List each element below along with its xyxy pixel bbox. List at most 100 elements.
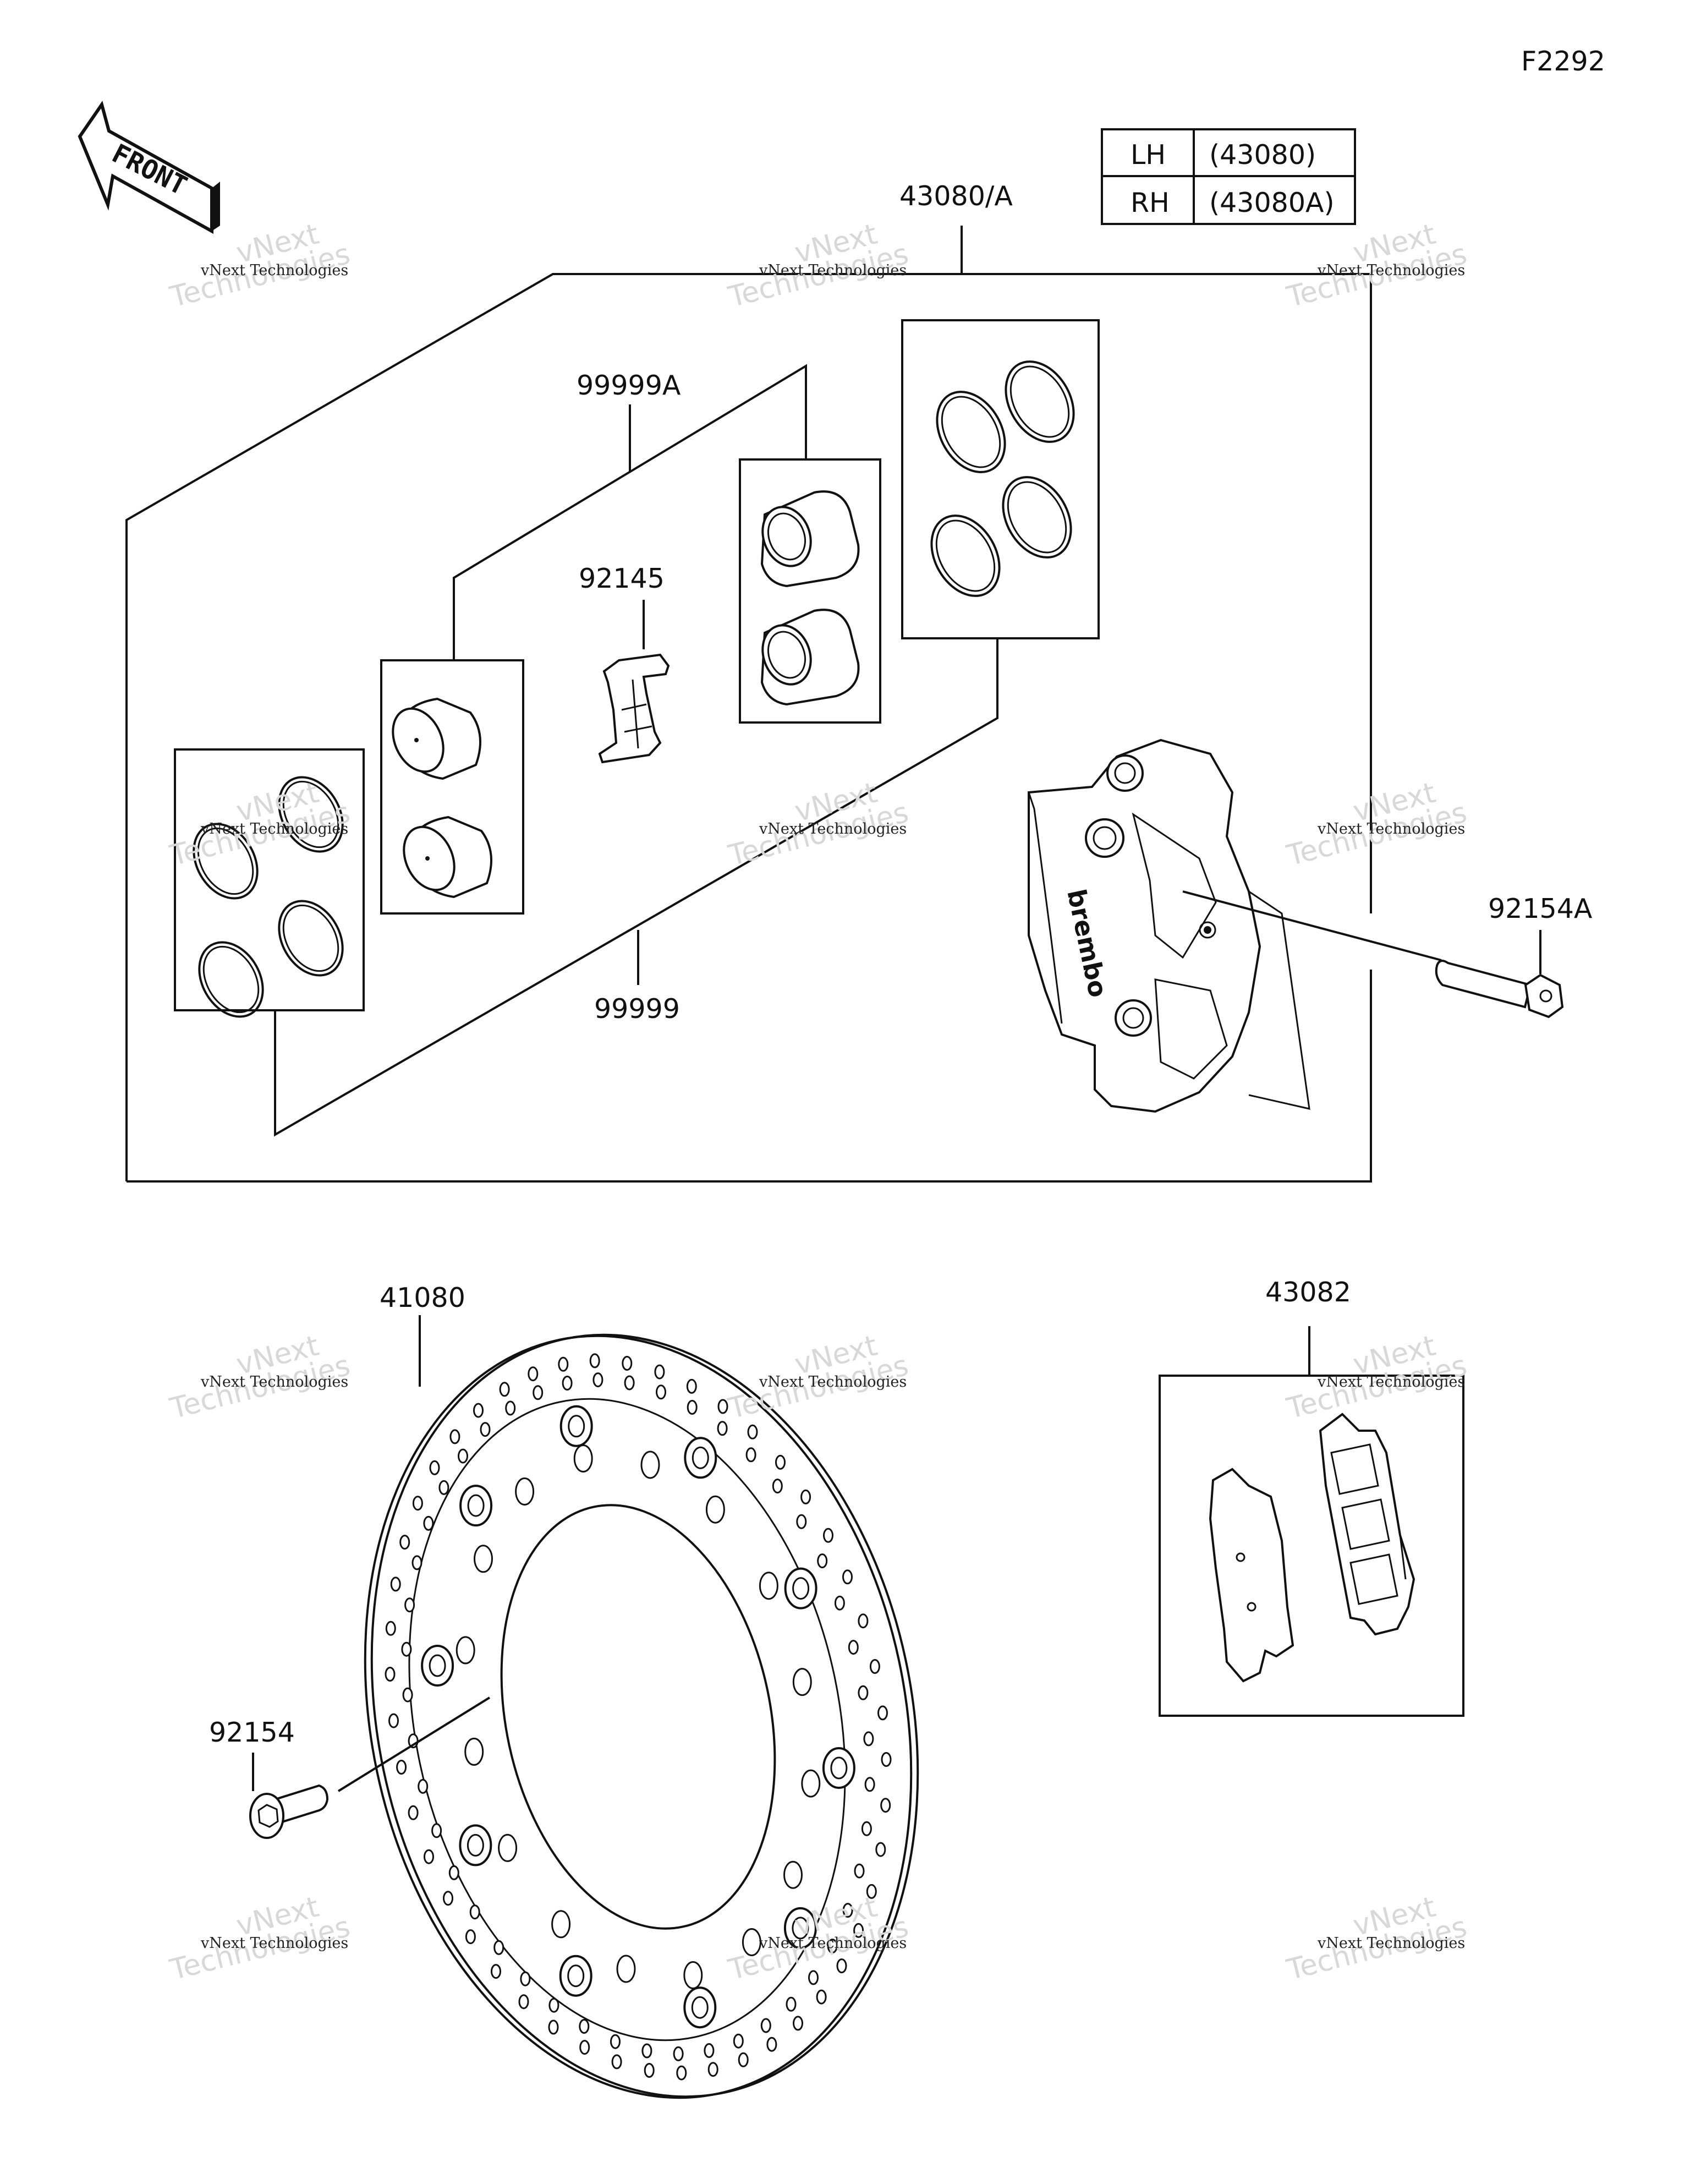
vent-hole xyxy=(412,1496,423,1511)
vent-hole xyxy=(611,2054,622,2070)
vent-hole xyxy=(499,1382,510,1397)
vent-hole xyxy=(866,1884,877,1899)
vent-hole xyxy=(589,1353,600,1369)
vent-hole xyxy=(423,1515,434,1531)
vent-hole xyxy=(390,1577,401,1592)
vent-hole xyxy=(624,1375,635,1391)
carrier-hole xyxy=(573,1444,593,1473)
svg-text:vNext Technologies: vNext Technologies xyxy=(759,1935,907,1952)
vent-hole xyxy=(622,1356,633,1371)
seal-box-right xyxy=(901,319,1100,639)
front-arrow-icon: FRONT xyxy=(78,100,220,234)
vent-hole xyxy=(431,1823,442,1838)
label-caliper-assembly: 43080/A xyxy=(899,180,1013,212)
label-brake-disc: 41080 xyxy=(380,1282,465,1313)
vent-hole xyxy=(480,1422,491,1437)
vent-hole xyxy=(579,2040,590,2055)
label-disc-bolt: 92154 xyxy=(209,1717,295,1748)
svg-text:vNext Technologies: vNext Technologies xyxy=(759,820,907,838)
vent-hole xyxy=(877,1705,888,1721)
vent-hole xyxy=(579,2019,590,2034)
pad-spring-part xyxy=(598,600,670,764)
vent-hole xyxy=(875,1842,886,1857)
carrier-hole xyxy=(783,1860,803,1889)
carrier-hole xyxy=(456,1636,475,1665)
vent-hole xyxy=(717,1421,728,1436)
carrier-hole xyxy=(551,1910,571,1939)
vent-hole xyxy=(548,2019,559,2035)
disc-bolt-part xyxy=(249,1753,329,1839)
vent-hole xyxy=(842,1569,853,1585)
vent-hole xyxy=(411,1555,422,1570)
label-caliper-bolt: 92154A xyxy=(1488,893,1593,924)
vent-hole xyxy=(864,1777,875,1792)
vent-hole xyxy=(424,1849,434,1864)
seal-box-left xyxy=(174,748,365,1018)
vent-hole xyxy=(465,1929,476,1945)
vent-hole xyxy=(745,1447,756,1463)
vent-hole xyxy=(429,1460,440,1475)
brake-caliper-part: brembo xyxy=(1028,738,1442,1113)
vent-hole xyxy=(505,1400,516,1416)
vent-hole xyxy=(827,1939,838,1954)
carrier-hole xyxy=(683,1961,703,1989)
vent-hole xyxy=(673,2046,684,2061)
carrier-hole xyxy=(474,1545,493,1573)
seal-kit-a-leader xyxy=(453,364,807,660)
vent-hole xyxy=(592,1372,603,1388)
vent-hole xyxy=(493,1940,504,1955)
svg-text:vNext Technologies: vNext Technologies xyxy=(200,820,348,838)
svg-text:vNext Technologies: vNext Technologies xyxy=(200,1935,348,1952)
vent-hole xyxy=(858,1613,869,1629)
piston-box-large xyxy=(380,659,524,915)
vent-hole xyxy=(449,1429,460,1444)
vent-hole xyxy=(704,2043,715,2058)
vent-hole xyxy=(654,1364,665,1380)
vent-hole xyxy=(854,1863,865,1879)
svg-text:vNext Technologies: vNext Technologies xyxy=(759,262,907,279)
vent-hole xyxy=(686,1378,697,1394)
vent-hole xyxy=(823,1528,833,1543)
vent-hole xyxy=(401,1641,412,1657)
vent-hole xyxy=(687,1400,698,1415)
vent-hole xyxy=(880,1798,891,1813)
vent-hole xyxy=(644,2063,655,2078)
float-button xyxy=(683,1986,717,2029)
vent-hole xyxy=(610,2034,621,2049)
svg-text:vNext Technologies: vNext Technologies xyxy=(1317,1373,1465,1391)
vent-hole xyxy=(402,1687,413,1703)
vent-hole xyxy=(491,1964,501,1979)
float-button xyxy=(559,1955,592,1997)
vent-hole xyxy=(853,1923,864,1938)
vent-hole xyxy=(404,1597,415,1613)
label-seal-kit-a: 99999A xyxy=(577,370,681,401)
caliper-assembly-frame xyxy=(125,226,1372,1183)
svg-text:vNext Technologies: vNext Technologies xyxy=(1317,1935,1465,1952)
carrier-hole xyxy=(498,1833,518,1862)
vent-hole xyxy=(848,1640,859,1655)
vent-hole xyxy=(881,1752,892,1767)
table-code-lh: (43080) xyxy=(1209,139,1316,171)
carrier-hole xyxy=(705,1495,725,1524)
disc-vent-holes xyxy=(385,1353,892,2081)
carrier-hole xyxy=(616,1955,636,1983)
brake-disc-part xyxy=(337,1315,919,2099)
vent-hole xyxy=(656,1384,666,1400)
vent-hole xyxy=(786,1996,797,2012)
label-seal-kit: 99999 xyxy=(594,993,680,1025)
piston-box-small xyxy=(739,458,881,724)
vent-hole xyxy=(707,2062,718,2077)
vent-hole xyxy=(793,2016,803,2031)
vent-hole xyxy=(396,1760,407,1775)
vent-hole xyxy=(817,1553,828,1569)
vent-hole xyxy=(399,1535,410,1550)
label-pad-spring: 92145 xyxy=(579,563,665,594)
